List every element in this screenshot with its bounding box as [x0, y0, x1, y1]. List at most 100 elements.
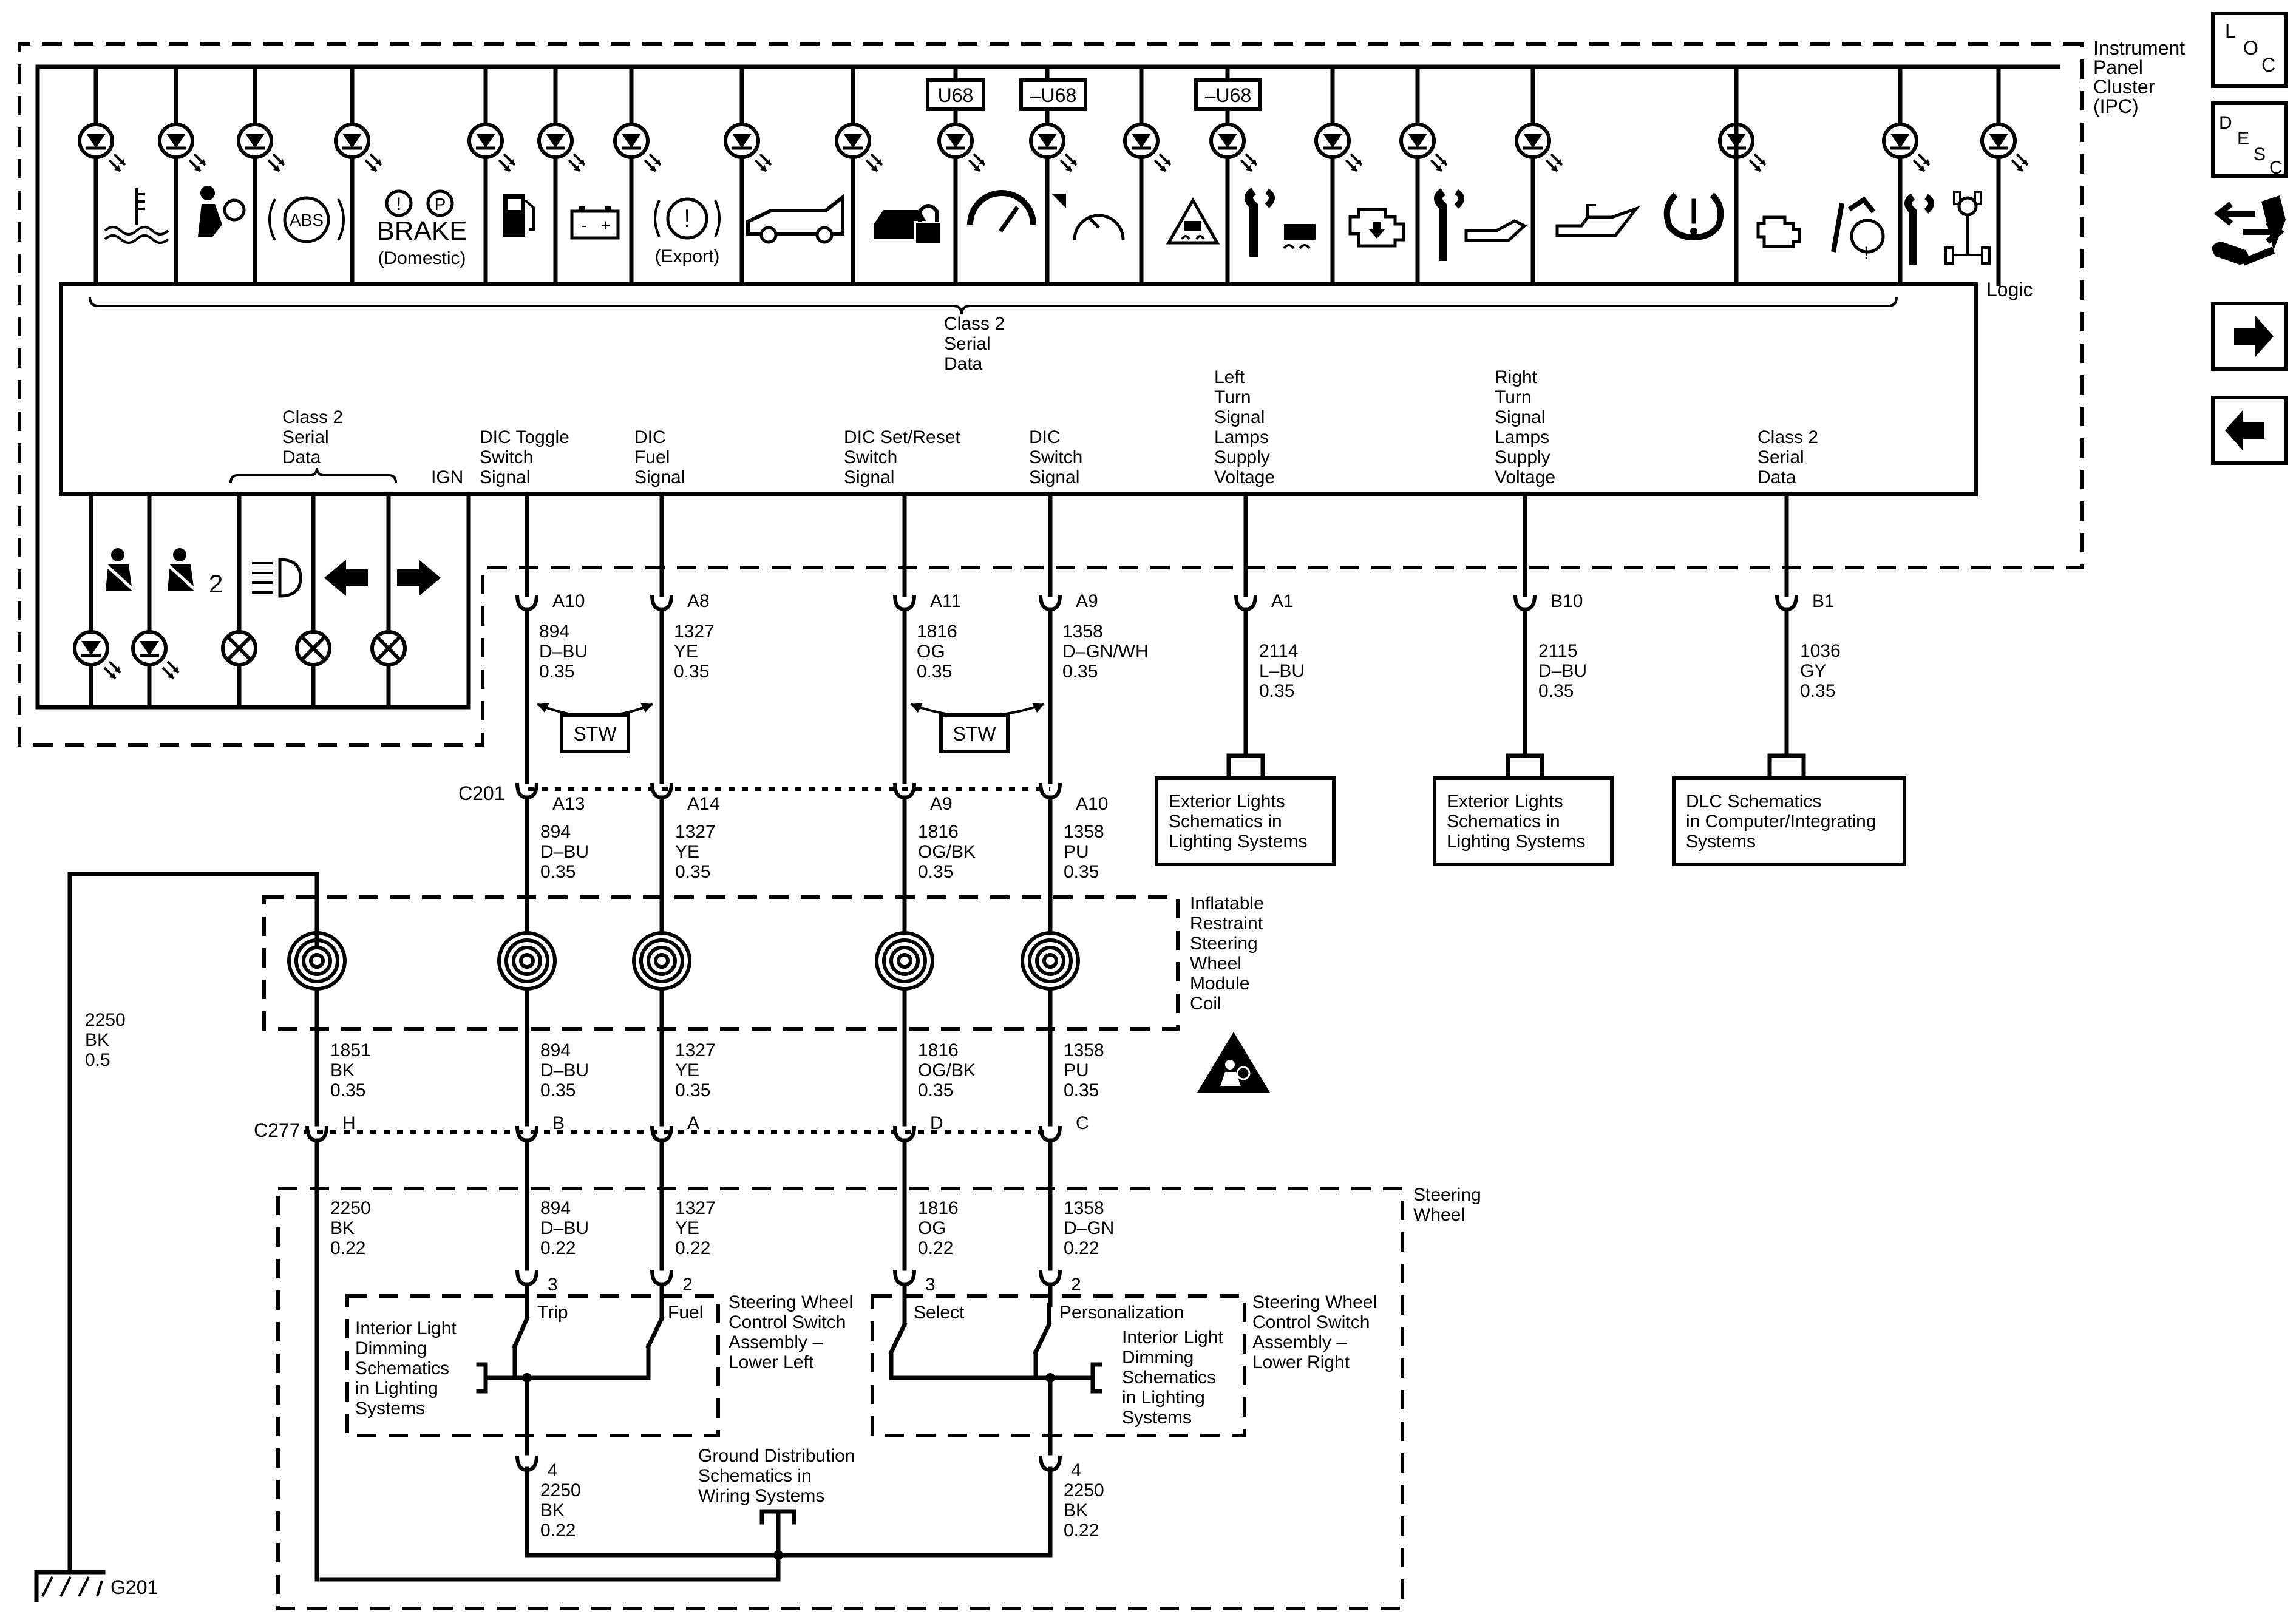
svg-text:(IPC): (IPC)	[2093, 95, 2139, 117]
arrow-left-icon[interactable]	[2211, 396, 2288, 465]
wire-label: 1816	[918, 822, 959, 842]
wire-label: D–BU	[540, 842, 589, 862]
ref-dlc-schematics[interactable]: DLC Schematics in Computer/Integrating S…	[1672, 776, 1906, 866]
class2-bus-brace	[89, 297, 1898, 315]
switch-pin	[652, 1270, 671, 1284]
steering-wheel-wires: 2250BK0.22894D–BU0.221327YE0.221816OG0.2…	[330, 1198, 1114, 1480]
ipc-pin-label: A8	[687, 591, 710, 611]
c201-pin-label: A13	[552, 794, 585, 814]
svg-text:L: L	[2225, 20, 2236, 42]
switch-personalization-label: Personalization	[1059, 1303, 1184, 1323]
wire-label: 1327	[674, 622, 715, 642]
wire-label: 894	[540, 1198, 571, 1218]
ipc-pin	[517, 595, 537, 609]
coolant-temp-icon	[104, 188, 169, 244]
svg-text:BK: BK	[85, 1030, 109, 1050]
switch-pin	[895, 1270, 914, 1284]
ground-distribution-ref[interactable]: Ground Distribution Schematics in Wiring…	[698, 1446, 855, 1506]
svg-text:0.22: 0.22	[1064, 1520, 1099, 1541]
ground-wire-right-label: 2250 BK 0.22	[1064, 1480, 1104, 1541]
dimming-left-ref[interactable]: Interior Light Dimming Schematics in Lig…	[355, 1318, 457, 1419]
signal-label: DIC Toggle	[480, 427, 569, 447]
svg-text:STW: STW	[573, 723, 617, 745]
c277-pin-label: A	[687, 1113, 699, 1133]
wire-label: 0.35	[330, 1080, 365, 1100]
wire-label: 1327	[675, 1040, 716, 1060]
switch-trip-label: Trip	[537, 1303, 568, 1323]
ipc-pin-label: B1	[1812, 591, 1835, 611]
svg-text:Dimming: Dimming	[1122, 1348, 1194, 1368]
wire-label: 1816	[918, 1198, 959, 1218]
signal-label: Switch	[1029, 447, 1082, 467]
svg-text:Schematics in: Schematics in	[1169, 812, 1282, 832]
svg-text:ABS: ABS	[290, 211, 324, 229]
switch-pin-label: 2	[682, 1275, 693, 1295]
signal-label: Supply	[1214, 447, 1270, 467]
ipc-pin-label: A10	[552, 591, 585, 611]
svg-text:D: D	[2219, 113, 2232, 133]
signal-label: Class 2	[1758, 427, 1818, 447]
airbag-icon	[198, 186, 246, 237]
signal-label: Voltage	[1495, 467, 1555, 487]
svg-text:(Domestic): (Domestic)	[378, 248, 466, 268]
wire-label: 0.35	[1538, 681, 1574, 701]
c277-pin-label: H	[342, 1113, 356, 1133]
svg-text:Control Switch: Control Switch	[729, 1312, 846, 1332]
switch-personalization	[1033, 1303, 1052, 1355]
c201-pin-label: A10	[1076, 794, 1108, 814]
led-indicator	[469, 124, 515, 171]
wire-label: YE	[674, 642, 698, 662]
stw-right: STW	[910, 703, 1045, 753]
ground-g201-icon	[34, 1570, 106, 1602]
steering-wheel-label: Steering Wheel	[1413, 1185, 1481, 1225]
connector-wrench-icon[interactable]	[2212, 195, 2286, 266]
dimming-right-ref[interactable]: Interior Light Dimming Schematics in Lig…	[1122, 1327, 1223, 1428]
signal-label: Right	[1495, 367, 1538, 387]
service-4wd-icon	[1904, 191, 1991, 265]
signal-label: Signal	[1029, 467, 1079, 487]
svg-text:Coil: Coil	[1190, 994, 1221, 1014]
abs-icon: ABS	[268, 196, 345, 243]
c277-pin-label: B	[552, 1113, 565, 1133]
wire-label: D–GN	[1064, 1218, 1114, 1238]
svg-text:!: !	[396, 194, 401, 214]
svg-text:BRAKE: BRAKE	[376, 216, 467, 246]
svg-text:2: 2	[209, 569, 223, 598]
svg-text:0.5: 0.5	[85, 1050, 110, 1070]
turn-left-icon	[324, 560, 368, 596]
wire-label: D–BU	[540, 1060, 589, 1080]
ipc-pin-label: A9	[1076, 591, 1098, 611]
ref-exterior-lights-left[interactable]: Exterior Lights Schematics in Lighting S…	[1155, 776, 1336, 866]
arrow-right-icon[interactable]	[2211, 302, 2288, 371]
led-indicator	[336, 124, 381, 171]
coil-module-boundary	[262, 895, 1180, 1031]
svg-text:Inflatable: Inflatable	[1190, 893, 1264, 914]
svg-text:Systems: Systems	[355, 1398, 425, 1419]
desc-button[interactable]: D E S C	[2211, 101, 2288, 178]
svg-text:Panel: Panel	[2093, 56, 2143, 78]
wire-label: 1816	[918, 1040, 959, 1060]
c201-pin-label: A9	[930, 794, 953, 814]
wire-label: BK	[330, 1218, 355, 1238]
clockspring-coil	[1022, 933, 1078, 989]
svg-text:Schematics in: Schematics in	[698, 1466, 812, 1486]
ref-exterior-lights-right[interactable]: Exterior Lights Schematics in Lighting S…	[1433, 776, 1614, 866]
svg-text:Assembly –: Assembly –	[1252, 1332, 1347, 1352]
led-indicator	[1125, 124, 1170, 171]
loc-button[interactable]: L O C	[2211, 12, 2288, 88]
signal-label: Fuel	[634, 447, 670, 467]
wire-label: 0.35	[918, 862, 953, 882]
svg-text:-: -	[582, 216, 587, 234]
wire-label: 0.35	[674, 662, 709, 682]
svg-text:BK: BK	[540, 1500, 565, 1520]
wire-label: OG	[917, 642, 945, 662]
wire-label: 0.35	[539, 662, 574, 682]
svg-text:E: E	[2237, 129, 2249, 149]
wire-label: 1358	[1064, 822, 1104, 842]
svg-text:Data: Data	[944, 354, 983, 374]
clockspring-coil	[634, 933, 690, 989]
c201-wires: A13894D–BU0.35A141327YE0.35A91816OG/BK0.…	[517, 783, 1108, 931]
wire-label: L–BU	[1259, 661, 1305, 681]
seatbelt-passenger-icon: 2	[168, 548, 223, 598]
svg-text:Exterior Lights: Exterior Lights	[1169, 792, 1285, 812]
